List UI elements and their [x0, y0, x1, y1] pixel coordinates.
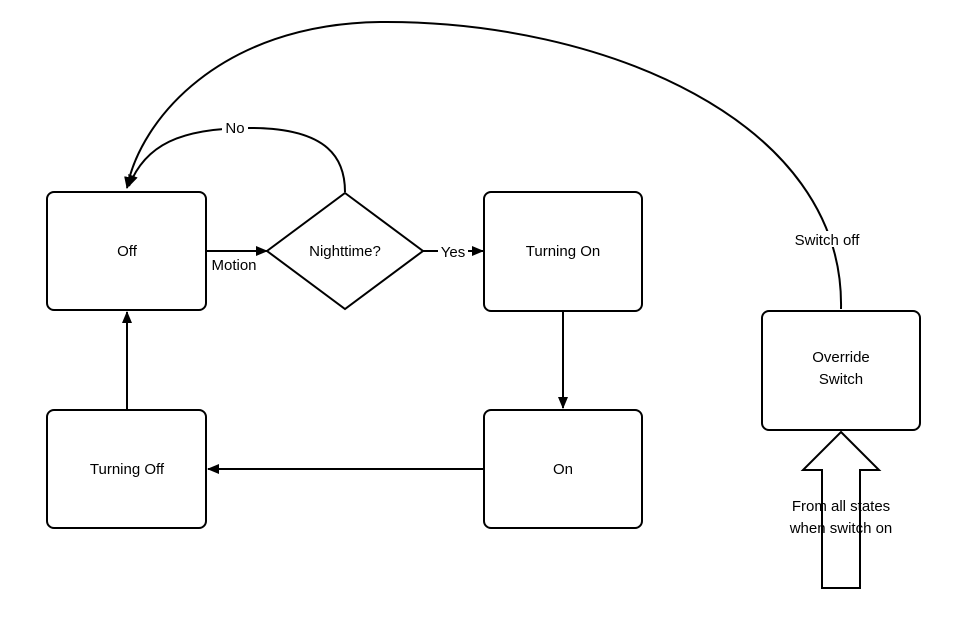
decision-nighttime [265, 191, 425, 311]
state-turning-on [483, 191, 643, 312]
decision-nighttime-label: Nighttime? [309, 243, 381, 260]
override-switch-label-line1: Override [812, 349, 870, 366]
state-off [46, 191, 207, 311]
state-turning-off [46, 409, 207, 529]
edge-override-to-off [124, 20, 843, 310]
note-line2: when switch on [789, 520, 893, 537]
state-override-switch [761, 310, 921, 431]
state-off-label: Off [117, 243, 138, 260]
state-turning-off-label: Turning Off [90, 461, 165, 478]
up-arrow-shape [800, 430, 882, 589]
state-turning-on-label: Turning On [526, 243, 600, 260]
state-on-label: On [553, 461, 573, 478]
note-line1: From all states [792, 498, 890, 515]
override-switch-label-line2: Switch [819, 371, 863, 388]
edge-label-motion: Motion [211, 257, 256, 274]
edge-nighttime-no-to-off [128, 126, 346, 193]
edge-label-switch-off: Switch off [795, 232, 861, 249]
edge-label-no: No [225, 120, 244, 137]
state-on [483, 409, 643, 529]
edge-label-yes: Yes [441, 244, 465, 261]
